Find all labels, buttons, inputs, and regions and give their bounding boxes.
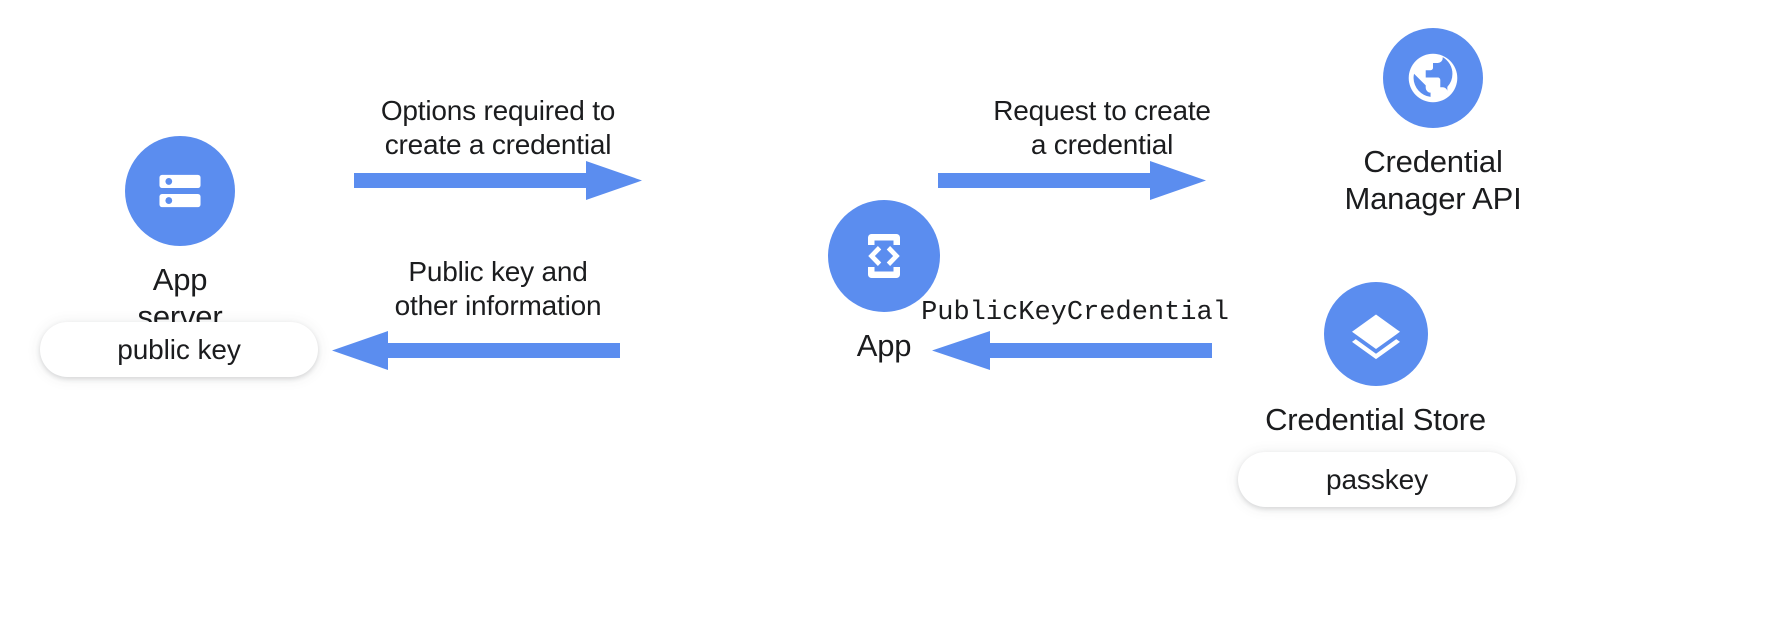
arrow-request-to-create — [938, 160, 1206, 202]
chip-passkey: passkey — [1238, 452, 1516, 507]
credential-store-icon-circle — [1323, 282, 1428, 386]
server-icon — [159, 174, 201, 208]
arrow-label-options-required: Options required to create a credential — [380, 95, 616, 161]
node-credential-store-label: Credential Store — [1265, 402, 1486, 437]
node-credential-store: Credential Store — [1258, 282, 1493, 439]
node-credential-manager-api-label: Credential Manager API — [1344, 144, 1522, 216]
node-app: App — [828, 200, 940, 365]
chip-passkey-label: passkey — [1325, 463, 1429, 495]
chip-public-key-label: public key — [117, 333, 241, 365]
arrow-label-publickeycredential: PublicKeyCredential — [921, 298, 1229, 328]
node-app-label: App — [856, 328, 912, 363]
app-server-icon-circle — [125, 136, 235, 246]
node-app-server: App server — [125, 136, 235, 335]
developer-mode-icon — [868, 234, 900, 278]
arrow-publickeycredential — [932, 330, 1212, 372]
node-credential-manager-api: Credential Manager API — [1318, 28, 1548, 217]
credential-manager-api-icon-circle — [1383, 28, 1483, 128]
arrow-public-key-info — [332, 330, 620, 372]
arrow-label-request-to-create: Request to create a credential — [993, 95, 1211, 161]
app-icon-circle — [828, 200, 940, 312]
layers-icon — [1351, 314, 1400, 360]
globe-icon — [1408, 53, 1458, 103]
arrow-label-public-key-info: Public key and other information — [394, 256, 602, 322]
chip-public-key: public key — [40, 322, 318, 377]
arrow-options-required — [354, 160, 642, 202]
